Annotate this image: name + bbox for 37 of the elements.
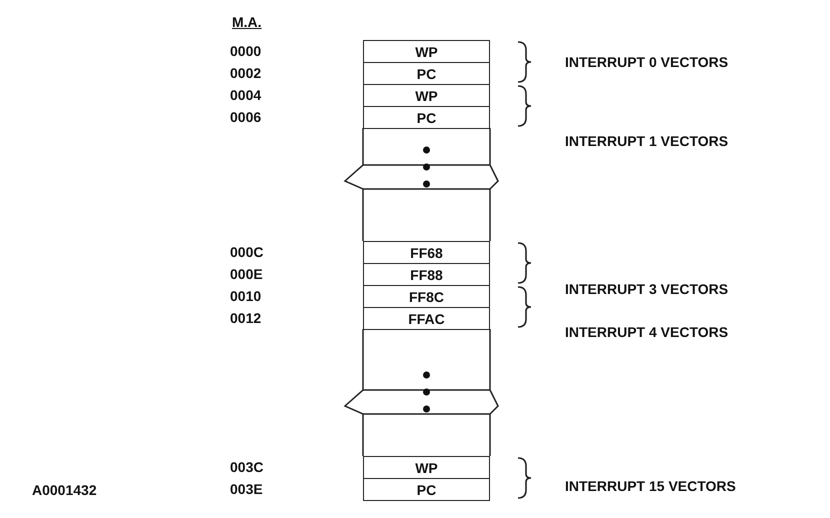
memory-word-cell	[363, 263, 490, 286]
memory-word-cell	[363, 106, 490, 129]
cell-value: WP	[415, 460, 438, 476]
cell-value: FF8C	[409, 288, 444, 304]
memory-word-cell	[363, 84, 490, 107]
interrupt-label: INTERRUPT 1 VECTORS	[565, 133, 728, 149]
memory-word-cell	[363, 307, 490, 330]
memory-address: 0004	[230, 87, 262, 103]
cell-value: WP	[415, 44, 438, 60]
memory-word-cell	[363, 478, 490, 501]
memory-address: 0002	[230, 65, 262, 81]
memory-address: 0012	[230, 310, 262, 326]
interrupt-label: INTERRUPT 3 VECTORS	[565, 281, 728, 297]
memory-address: 0010	[230, 288, 262, 304]
memory-word-cell	[363, 40, 490, 63]
cell-value: FF88	[410, 266, 443, 282]
cell-value: PC	[416, 482, 436, 498]
cell-value: FF68	[410, 244, 443, 260]
memory-address: 000C	[230, 244, 264, 260]
cell-value: WP	[415, 88, 438, 104]
memory-address: 003C	[230, 459, 264, 475]
memory-word-cell	[363, 456, 490, 479]
memory-address: 003E	[230, 481, 263, 497]
interrupt-label: INTERRUPT 15 VECTORS	[565, 478, 736, 494]
column-heading: M.A.	[232, 14, 262, 30]
interrupt-label: INTERRUPT 4 VECTORS	[565, 324, 728, 340]
memory-address: 0000	[230, 43, 262, 59]
memory-word-cell	[363, 62, 490, 85]
cell-value: PC	[416, 66, 436, 82]
cell-value: FFAC	[408, 310, 445, 326]
memory-word-cell	[363, 241, 490, 264]
memory-address: 000E	[230, 266, 263, 282]
memory-address: 0006	[230, 109, 262, 125]
memory-word-cell	[363, 285, 490, 308]
figure-id: A0001432	[32, 482, 97, 498]
cell-value: PC	[416, 110, 436, 126]
interrupt-label: INTERRUPT 0 VECTORS	[565, 54, 728, 70]
